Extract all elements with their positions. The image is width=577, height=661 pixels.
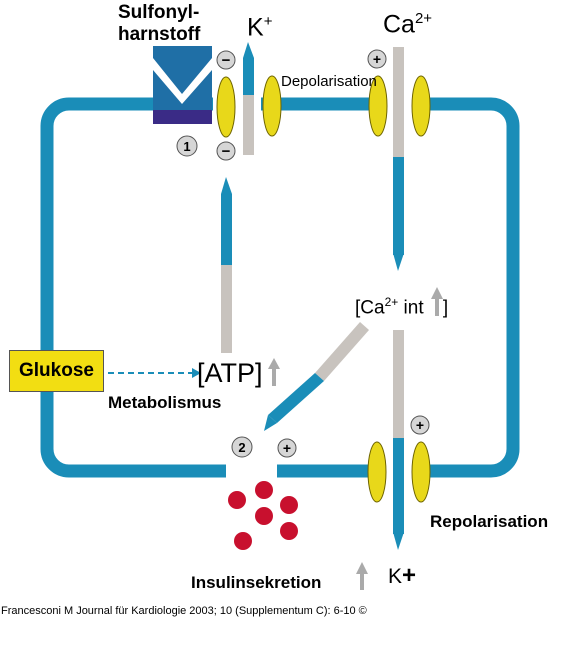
glukose-label: Glukose <box>19 360 94 381</box>
insulinsekretion-label: Insulinsekretion <box>191 573 322 592</box>
ca-int-close: ] <box>437 297 449 319</box>
k-symbol: K <box>247 13 264 42</box>
atp-label: [ATP] <box>197 358 263 388</box>
k-plus-top-label: K+ <box>247 14 272 40</box>
ca-exocytosis-arrowhead <box>264 415 277 431</box>
k-efflux-arrowhead <box>243 42 254 58</box>
ca-influx-gray-segment <box>393 47 404 159</box>
glukose-box: Glukose <box>9 350 104 392</box>
ca-channel-right-subunit <box>411 75 431 137</box>
svg-text:−: − <box>222 52 231 69</box>
dashed-arrow-icon <box>108 368 201 378</box>
atp-arrow-arrowhead <box>221 177 232 194</box>
svg-text:2: 2 <box>238 440 245 455</box>
k-channel-right-subunit <box>262 75 282 137</box>
k-out-arrowhead <box>393 532 404 550</box>
charge-minus-upper: − <box>216 50 236 70</box>
k-out-gray-segment <box>393 330 404 440</box>
svg-text:−: − <box>222 143 231 160</box>
charge-plus-k-out-channel: + <box>410 415 430 435</box>
ca-exocytosis-gray-segment <box>315 322 369 381</box>
ca-int-suffix: int <box>398 297 424 319</box>
atp-arrow-blue-segment <box>221 194 232 265</box>
sulfonylharnstoff-line2: harnstoff <box>118 24 201 45</box>
insulin-granule-icon <box>228 481 298 550</box>
k-efflux-blue-segment <box>243 58 254 95</box>
k-out-channel-right-subunit <box>411 441 431 503</box>
step-2-badge: 2 <box>231 436 253 458</box>
svg-text:+: + <box>283 440 291 456</box>
ca-int-sup: 2+ <box>384 295 399 309</box>
ca-symbol: Ca <box>383 10 415 39</box>
arrow-up-icon <box>268 358 280 386</box>
atp-arrow-gray-segment <box>221 263 232 353</box>
svg-text:+: + <box>416 417 424 433</box>
svg-text:+: + <box>373 51 381 67</box>
arrow-up-icon <box>431 287 443 316</box>
arrow-up-icon <box>356 562 368 590</box>
k-charge: + <box>263 13 273 30</box>
metabolismus-label: Metabolismus <box>108 393 222 412</box>
charge-minus-lower: − <box>216 141 236 161</box>
ca-influx-arrowhead <box>393 253 404 271</box>
ca-charge: 2+ <box>414 10 433 27</box>
ca-exocytosis-blue-segment <box>268 373 324 423</box>
depolarisation-label: Depolarisation <box>281 73 377 90</box>
k-out-channel-left-subunit <box>367 441 387 503</box>
sulfonylharnstoff-label: Sulfonyl- harnstoff <box>118 2 200 46</box>
k-bottom-charge: + <box>402 562 417 589</box>
sulfonylharnstoff-line1: Sulfonyl- <box>118 2 200 23</box>
source-credit: Francesconi M Journal für Kardiologie 20… <box>1 605 367 617</box>
sulfonylurea-receptor-icon <box>153 46 212 124</box>
charge-plus-ca-channel: + <box>367 49 387 69</box>
ca-top-label: Ca2+ <box>383 11 432 37</box>
k-plus-bottom-label: K+ <box>388 564 416 588</box>
k-bottom-symbol: K <box>388 565 403 588</box>
step-1-badge: 1 <box>176 135 198 157</box>
ca-int-label: [Ca2+ int ] <box>355 296 448 317</box>
membrane-gap-exocytosis <box>226 462 277 482</box>
k-out-blue-segment <box>393 438 404 534</box>
ca-int-prefix: [Ca <box>355 297 385 319</box>
svg-text:1: 1 <box>183 139 190 154</box>
k-channel-left-subunit <box>216 76 236 138</box>
ca-channel-left-subunit <box>368 75 388 137</box>
repolarisation-label: Repolarisation <box>430 512 549 531</box>
ca-influx-blue-segment <box>393 157 404 255</box>
charge-plus-exocytosis: + <box>277 438 297 458</box>
k-efflux-gray-segment <box>243 93 254 155</box>
